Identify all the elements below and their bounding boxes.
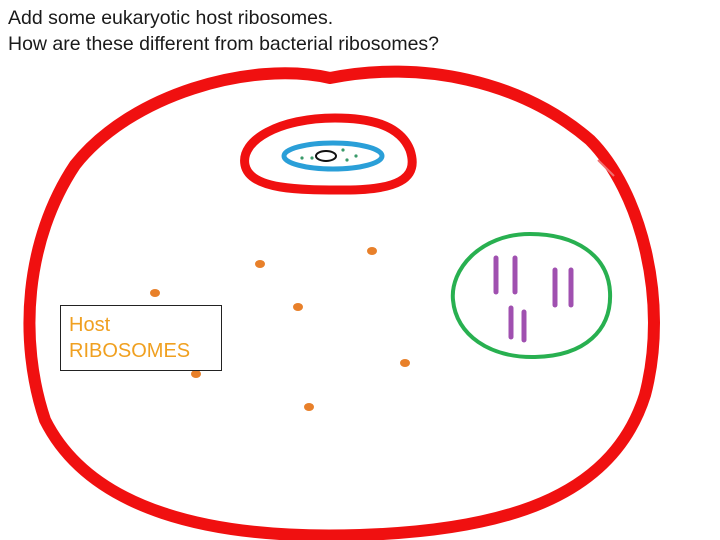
bacterium-membrane	[450, 231, 613, 360]
nucleus	[281, 140, 385, 172]
nuclear-dot	[345, 158, 349, 162]
ribosome	[400, 359, 410, 367]
label-line-2: RIBOSOMES	[69, 340, 191, 362]
ribosome	[367, 247, 377, 255]
ribosome	[304, 403, 314, 411]
host-ribosomes-label: Host RIBOSOMES	[60, 305, 222, 371]
ribosome	[293, 303, 303, 311]
nuclear-dot	[354, 154, 358, 158]
nuclear-envelope	[240, 113, 417, 195]
prompt-text: Add some eukaryotic host ribosomes. How …	[8, 5, 439, 57]
label-line-1: Host	[69, 314, 111, 336]
membrane-tick	[597, 159, 615, 177]
nuclear-dot	[300, 156, 304, 160]
prompt-line-1: Add some eukaryotic host ribosomes.	[8, 7, 334, 29]
ribosome	[255, 260, 265, 268]
nucleolus	[315, 150, 337, 162]
nuclear-dot	[310, 156, 314, 160]
prompt-line-2: How are these different from bacterial r…	[8, 33, 440, 55]
ribosome	[150, 289, 160, 297]
cell-membrane	[23, 65, 660, 540]
ribosome	[191, 370, 201, 378]
nuclear-dot	[341, 148, 345, 152]
